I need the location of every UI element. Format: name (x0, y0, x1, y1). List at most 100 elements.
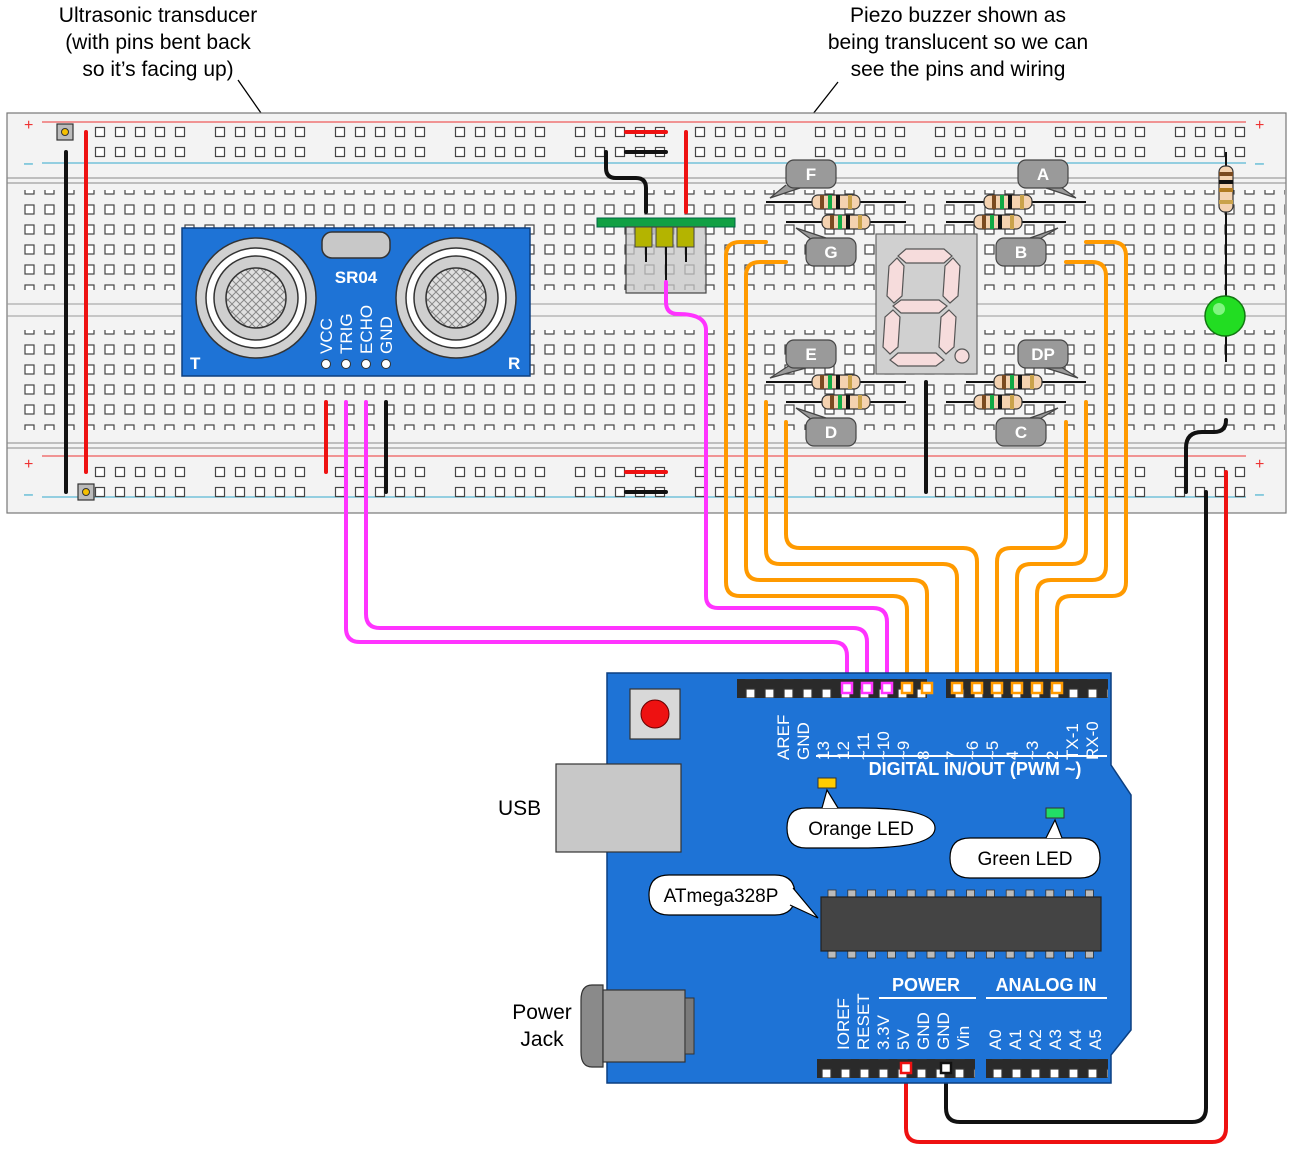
rail-hole (174, 126, 186, 138)
rail-plus-top-right: + (1255, 117, 1264, 134)
chip-label: ATmega328P (664, 886, 779, 907)
analog-pin-label-2: A2 (1026, 1029, 1045, 1050)
rail-hole (614, 466, 626, 478)
segment-label-f: F (806, 165, 816, 184)
digital-pin-label-4: ~11 (854, 732, 873, 760)
rail-hole (514, 126, 526, 138)
rail-hole (854, 126, 866, 138)
sensor-pin-hole (381, 359, 391, 369)
rail-hole (374, 126, 386, 138)
segment-e-wire (764, 400, 959, 690)
resistor (973, 394, 1023, 410)
power-pin-label-5: GND (934, 1012, 953, 1050)
rail-hole (1214, 486, 1226, 498)
long-wires (344, 240, 1228, 1144)
segment-e-shape (882, 309, 901, 355)
atmega-chip (820, 896, 1102, 952)
rail-hole (994, 146, 1006, 158)
resistor-vertical (1218, 165, 1234, 213)
rail-hole (974, 146, 986, 158)
rail-hole (534, 146, 546, 158)
segment-g-wire (724, 240, 909, 690)
rail-hole (814, 126, 826, 138)
rail-plus-top-left: + (24, 117, 33, 134)
rail-hole (834, 486, 846, 498)
rail-hole (774, 466, 786, 478)
rail-plus-bottom-right: + (1255, 456, 1264, 473)
rail-hole (994, 126, 1006, 138)
crystal-oscillator (321, 231, 391, 259)
rail-hole (1074, 146, 1086, 158)
buzzer-pin-header (634, 226, 653, 248)
rail-hole (294, 126, 306, 138)
arduino-board (606, 672, 1132, 1084)
rail-hole (834, 126, 846, 138)
wire-tip (939, 1061, 953, 1075)
rail-hole (334, 126, 346, 138)
wire-tip (860, 681, 874, 695)
rail-hole (994, 486, 1006, 498)
rail-hole (814, 486, 826, 498)
sensor-pin-vcc: VCC (317, 318, 336, 354)
rail-hole (234, 126, 246, 138)
rail-hole (154, 126, 166, 138)
wire-tip (990, 681, 1004, 695)
callout-box (995, 237, 1047, 267)
callout-box (1017, 159, 1069, 189)
echo-wire (364, 400, 869, 690)
rail-hole (254, 126, 266, 138)
analog-pin-label-3: A3 (1046, 1029, 1065, 1050)
rail-minus-bottom-left: – (24, 486, 33, 503)
callout-tail (1029, 407, 1059, 421)
segment-callout-e: E (769, 339, 837, 379)
rail-hole (594, 486, 606, 498)
rail-hole (574, 146, 586, 158)
power-header-holes (817, 1059, 975, 1078)
rail-hole (934, 466, 946, 478)
rail-hole (474, 466, 486, 478)
rail-hole (174, 486, 186, 498)
callout-box (785, 339, 837, 369)
rail-hole (834, 146, 846, 158)
sensor-pin-gnd: GND (377, 316, 396, 354)
analog-pin-label-1: A1 (1006, 1029, 1025, 1050)
digital-pin-label-0: AREF (774, 715, 793, 760)
rail-hole (694, 486, 706, 498)
sensor-model-label: SR04 (335, 268, 378, 287)
segment-label-b: B (1015, 243, 1027, 262)
wire-tip (1050, 681, 1064, 695)
rail-hole (1194, 486, 1206, 498)
resistors (766, 194, 1086, 410)
segment-callout-g: G (795, 227, 857, 267)
wire-pin-tips (840, 681, 1064, 1075)
segment-callout-dp: DP (1017, 339, 1079, 379)
sensor-r-label: R (508, 354, 520, 373)
arduino-gnd-wire (944, 490, 1208, 1124)
rail-tab-dot (82, 488, 90, 496)
wire-tip (1030, 681, 1044, 695)
rail-hole (534, 466, 546, 478)
segment-callout-c: C (995, 407, 1059, 447)
rail-hole (1234, 486, 1246, 498)
rail-hole (574, 466, 586, 478)
transducer-caption: Ultrasonic transducer (with pins bent ba… (59, 4, 331, 213)
rail-hole (1054, 146, 1066, 158)
led-green-breadboard (1204, 295, 1246, 337)
segment-label-e: E (805, 345, 816, 364)
rail-hole (354, 146, 366, 158)
rail-hole (894, 486, 906, 498)
chip-bubble (648, 874, 796, 916)
power-jack-end (684, 997, 695, 1055)
transmitter-icon (195, 237, 317, 359)
resistor (973, 214, 1023, 230)
segment-f-wire (744, 260, 929, 690)
rail-hole (614, 146, 626, 158)
callout-box (1017, 339, 1069, 369)
rail-plus-bottom-left: + (24, 456, 33, 473)
rail-hole (494, 466, 506, 478)
segment-a-shape (897, 248, 953, 264)
rail-hole (1214, 126, 1226, 138)
rail-hole (1074, 126, 1086, 138)
rail-hole (214, 146, 226, 158)
